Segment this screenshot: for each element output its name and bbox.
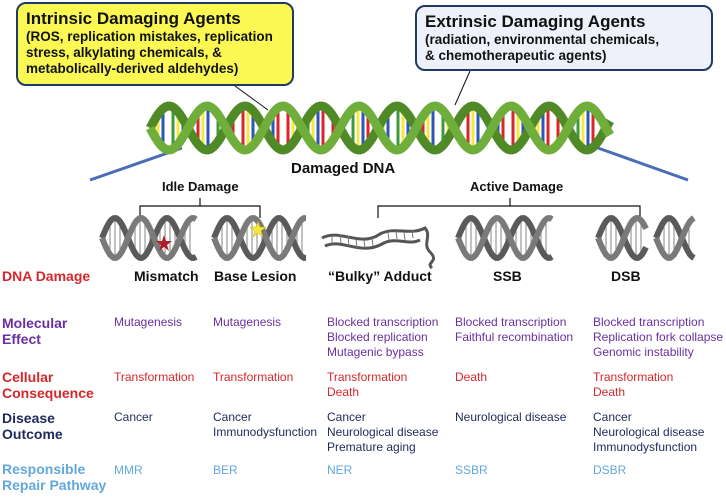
intrinsic-title: Intrinsic Damaging Agents: [26, 9, 241, 28]
right-connector-line: [597, 146, 689, 182]
consequence-base-lesion-line: Transformation: [213, 370, 294, 384]
disease-dsb-line-2: Neurological disease: [593, 425, 705, 439]
cellular-consequence-header: Cellular Consequence: [2, 369, 94, 401]
disease-bulky-line-3: Premature aging: [327, 440, 416, 454]
disease-outcome-header-line-1: Disease: [2, 410, 55, 426]
consequence-bulky-adduct: Transformation Death: [327, 370, 407, 400]
effect-mismatch-line: Mutagenesis: [114, 315, 183, 329]
consequence-mismatch: Transformation: [114, 370, 194, 385]
molecular-effect-header-line-2: Effect: [2, 331, 41, 347]
damage-mismatch: Mismatch: [134, 268, 199, 284]
effect-dsb-line-3: Genomic instability: [593, 345, 694, 359]
consequence-dsb-line-1: Transformation: [593, 370, 674, 384]
extrinsic-pointer-line: [454, 70, 471, 106]
disease-outcome-header: Disease Outcome: [2, 410, 63, 442]
dsb-dna-left-fragment-icon: [595, 215, 649, 261]
extrinsic-title: Extrinsic Damaging Agents: [425, 12, 646, 31]
repair-pathway-header-line-1: Responsible: [2, 461, 86, 477]
disease-mismatch-line: Cancer: [114, 410, 153, 424]
disease-base-lesion-line-2: Immunodysfunction: [213, 425, 318, 439]
active-damage-bracket: [377, 198, 641, 218]
consequence-base-lesion: Transformation: [213, 370, 293, 385]
idle-damage-bracket: [139, 198, 261, 218]
consequence-mismatch-line: Transformation: [114, 370, 195, 384]
base-lesion-dna-icon: [211, 215, 306, 261]
bulky-adduct-dna-icon: [321, 226, 436, 270]
disease-bulky-adduct: Cancer Neurological disease Premature ag…: [327, 410, 438, 455]
effect-base-lesion-line: Mutagenesis: [213, 315, 282, 329]
repair-bulky-adduct: NER: [327, 463, 353, 477]
consequence-dsb: Transformation Death: [593, 370, 673, 400]
effect-base-lesion: Mutagenesis: [213, 315, 281, 330]
dna-damage-header: DNA Damage: [2, 268, 91, 284]
cellular-consequence-header-line-2: Consequence: [2, 385, 94, 401]
idle-damage-label: Idle Damage: [162, 179, 239, 194]
consequence-bulky-line-2: Death: [327, 385, 360, 399]
extrinsic-line-1: (radiation, environmental chemicals,: [425, 32, 660, 47]
consequence-bulky-line-1: Transformation: [327, 370, 408, 384]
effect-bulky-line-3: Mutagenic bypass: [327, 345, 424, 359]
repair-dsb: DSBR: [593, 463, 627, 477]
effect-bulky-line-2: Blocked replication: [327, 330, 428, 344]
consequence-ssb-line: Death: [455, 370, 488, 384]
damaged-dna-helix: [146, 101, 614, 155]
disease-dsb-line-3: Immunodysfunction: [593, 440, 698, 454]
damage-bulky-adduct: “Bulky” Adduct: [328, 268, 432, 284]
active-damage-label: Active Damage: [470, 179, 564, 194]
repair-mismatch: MMR: [114, 463, 143, 477]
consequence-ssb: Death: [455, 370, 487, 385]
disease-outcome-header-line-2: Outcome: [2, 426, 63, 442]
repair-pathway-header: Responsible Repair Pathway: [2, 461, 106, 493]
effect-ssb-line-1: Blocked transcription: [455, 315, 567, 329]
effect-ssb: Blocked transcription Faithful recombina…: [455, 315, 573, 345]
disease-base-lesion: Cancer Immunodysfunction: [213, 410, 317, 440]
effect-ssb-line-2: Faithful recombination: [455, 330, 574, 344]
disease-bulky-line-2: Neurological disease: [327, 425, 439, 439]
intrinsic-agents-box: Intrinsic Damaging Agents (ROS, replicat…: [16, 2, 294, 86]
disease-ssb-line: Neurological disease: [455, 410, 567, 424]
damaged-dna-label: Damaged DNA: [291, 160, 396, 177]
base-lesion-star-icon: [249, 220, 267, 238]
intrinsic-line-1: (ROS, replication mistakes, replication: [26, 29, 273, 44]
effect-dsb-line-1: Blocked transcription: [593, 315, 705, 329]
consequence-dsb-line-2: Death: [593, 385, 626, 399]
disease-dsb: Cancer Neurological disease Immunodysfun…: [593, 410, 704, 455]
repair-pathway-header-line-2: Repair Pathway: [2, 477, 107, 493]
disease-ssb: Neurological disease: [455, 410, 566, 425]
intrinsic-line-2: stress, alkylating chemicals, &: [26, 45, 222, 60]
effect-mismatch: Mutagenesis: [114, 315, 182, 330]
intrinsic-pointer-line: [234, 85, 269, 111]
damage-dsb: DSB: [611, 268, 641, 284]
extrinsic-agents-box: Extrinsic Damaging Agents (radiation, en…: [415, 5, 713, 71]
molecular-effect-header-line-1: Molecular: [2, 315, 68, 331]
molecular-effect-header: Molecular Effect: [2, 315, 67, 347]
extrinsic-line-2: & chemotherapeutic agents): [425, 48, 607, 63]
damage-base-lesion: Base Lesion: [214, 268, 297, 284]
damage-ssb: SSB: [493, 268, 522, 284]
disease-mismatch: Cancer: [114, 410, 153, 425]
mismatch-star-icon: [156, 235, 172, 251]
repair-ssb: SSBR: [455, 463, 488, 477]
repair-base-lesion: BER: [213, 463, 238, 477]
ssb-dna-icon: [455, 215, 554, 261]
effect-dsb: Blocked transcription Replication fork c…: [593, 315, 723, 360]
disease-bulky-line-1: Cancer: [327, 410, 366, 424]
mismatch-dna-icon: [99, 215, 198, 261]
disease-base-lesion-line-1: Cancer: [213, 410, 252, 424]
dsb-dna-right-fragment-icon: [653, 215, 696, 261]
effect-dsb-line-2: Replication fork collapse: [593, 330, 724, 344]
effect-bulky-adduct: Blocked transcription Blocked replicatio…: [327, 315, 438, 360]
disease-dsb-line-1: Cancer: [593, 410, 632, 424]
intrinsic-line-3: metabolically-derived aldehydes): [26, 61, 239, 76]
effect-bulky-line-1: Blocked transcription: [327, 315, 439, 329]
cellular-consequence-header-line-1: Cellular: [2, 369, 54, 385]
